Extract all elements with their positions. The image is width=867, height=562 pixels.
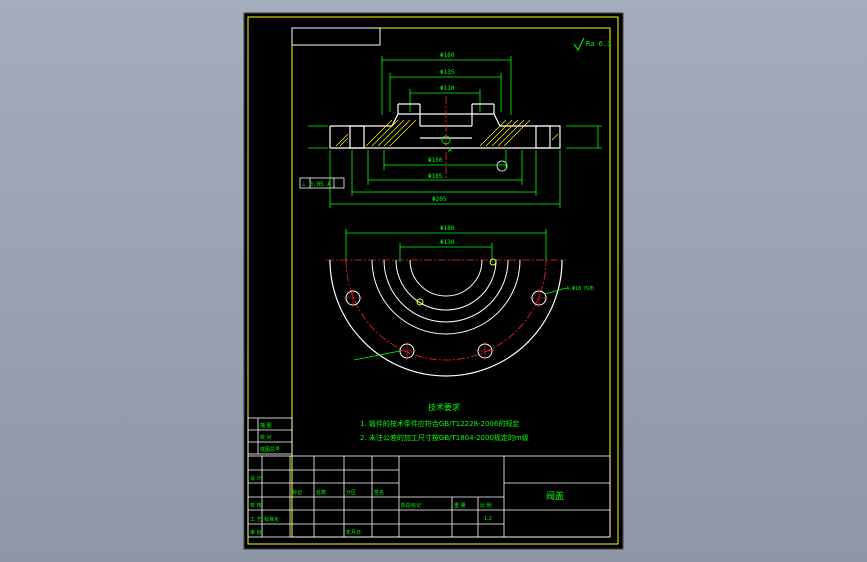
svg-text:1:2: 1:2 <box>484 516 492 522</box>
svg-text:标记: 标记 <box>292 489 302 496</box>
svg-text:设 计: 设 计 <box>250 475 262 482</box>
svg-text:⊥ 0.05 A: ⊥ 0.05 A <box>302 181 331 188</box>
svg-text:重 量: 重 量 <box>454 502 466 509</box>
svg-text:处数: 处数 <box>316 489 326 496</box>
svg-text:A: A <box>448 147 452 154</box>
title-block <box>247 455 611 538</box>
technical-requirements: 技术要求 1. 锻件的技术条件应符合GB/T12228-2006的规定 2. 未… <box>360 402 529 442</box>
svg-text:Φ135: Φ135 <box>440 69 455 76</box>
svg-text:描 图: 描 图 <box>260 422 272 429</box>
svg-text:分区: 分区 <box>346 489 356 496</box>
svg-text:Φ160: Φ160 <box>440 52 455 59</box>
svg-text:Φ150: Φ150 <box>428 157 443 164</box>
svg-text:技术要求: 技术要求 <box>428 402 460 412</box>
svg-text:审 批: 审 批 <box>250 529 262 536</box>
svg-text:年月日: 年月日 <box>346 529 361 536</box>
svg-text:校 对: 校 对 <box>260 434 272 441</box>
roughness-symbol: Ra 6.3 <box>573 37 611 51</box>
svg-text:校 核: 校 核 <box>250 502 262 509</box>
svg-text:Φ185: Φ185 <box>428 173 443 180</box>
svg-text:签名: 签名 <box>374 489 384 496</box>
svg-text:阶段标记: 阶段标记 <box>401 502 421 509</box>
svg-text:底图总号: 底图总号 <box>260 446 280 453</box>
svg-text:1. 锻件的技术条件应符合GB/T12228-2006的规定: 1. 锻件的技术条件应符合GB/T12228-2006的规定 <box>360 419 519 428</box>
svg-text:Φ110: Φ110 <box>440 85 455 92</box>
svg-text:4-Φ18 均布: 4-Φ18 均布 <box>566 285 594 292</box>
title-block-labels: 标记 处数 分区 签名 设 计 校 核 工 艺 审 批 标准化 年月日 阶段标记… <box>250 475 564 536</box>
svg-text:比 例: 比 例 <box>480 502 492 509</box>
drawing-code-box <box>291 27 381 46</box>
svg-text:Φ180: Φ180 <box>440 225 455 232</box>
side-strip: 描 图 校 对 底图总号 <box>247 417 293 455</box>
svg-text:阀盖: 阀盖 <box>546 490 564 502</box>
svg-text:Φ205: Φ205 <box>432 196 447 203</box>
svg-text:2. 未注公差的加工尺寸按GB/T1804-2000规定的m: 2. 未注公差的加工尺寸按GB/T1804-2000规定的m级 <box>360 433 529 442</box>
section-view: Φ160 Φ135 Φ110 <box>299 52 602 208</box>
plan-view: Φ180 Φ130 4-Φ18 均布 <box>326 225 594 377</box>
outer-frame <box>247 16 619 545</box>
svg-text:Φ130: Φ130 <box>440 239 455 246</box>
svg-text:Ra 6.3: Ra 6.3 <box>586 40 611 48</box>
svg-text:工 艺: 工 艺 <box>250 517 262 523</box>
svg-text:标准化: 标准化 <box>264 516 279 523</box>
